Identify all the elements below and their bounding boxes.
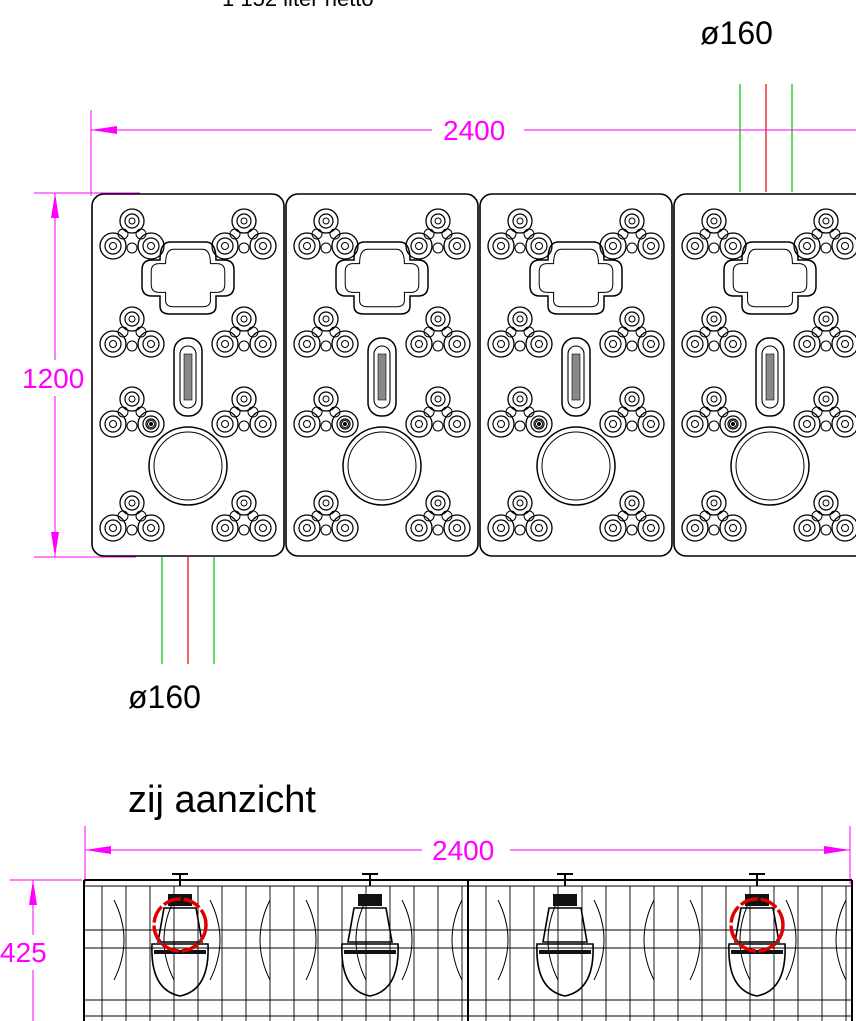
valve-assembly <box>728 873 786 997</box>
highlight-circle <box>152 897 208 953</box>
height-label: 1200 <box>22 363 84 394</box>
pipe-bottom-label: ø160 <box>128 679 201 715</box>
crate-modules-top-view <box>91 193 856 557</box>
pipe-outlet-bottom <box>161 557 215 664</box>
crate-module <box>285 193 479 557</box>
height-dimension-side <box>10 879 82 1021</box>
width-dimension-top <box>90 110 856 196</box>
valve-assembly <box>341 873 399 997</box>
pipe-top-label: ø160 <box>700 15 773 51</box>
height-dimension <box>34 192 140 558</box>
crate-module <box>479 193 673 557</box>
valve-assembly <box>536 873 594 997</box>
crate-module <box>91 193 285 557</box>
height-label-side: 425 <box>0 937 47 968</box>
width-label-top: 2400 <box>443 115 505 146</box>
width-dimension-side <box>84 826 851 884</box>
valve-assembly <box>151 873 209 997</box>
pipe-inlet-top <box>739 84 793 192</box>
crate-module <box>673 193 856 557</box>
capacity-note: 1 152 liter netto <box>222 0 374 11</box>
crate-side-view <box>83 873 853 1021</box>
highlight-circle <box>729 897 785 953</box>
width-label-side: 2400 <box>432 835 494 866</box>
side-view-title: zij aanzicht <box>128 779 316 821</box>
